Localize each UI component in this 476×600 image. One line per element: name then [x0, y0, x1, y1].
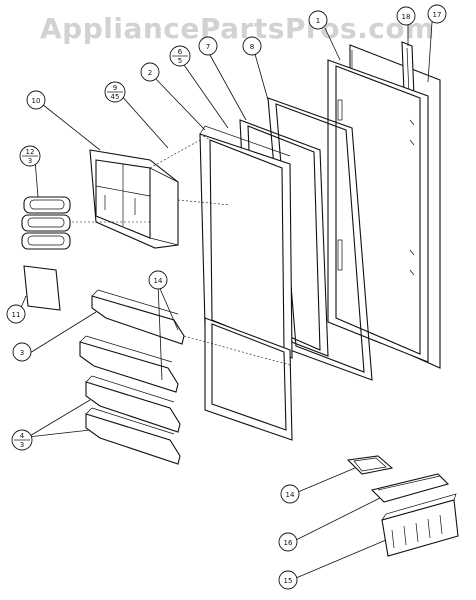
door-bin-upper	[91, 289, 185, 345]
svg-text:7: 7	[206, 43, 210, 51]
svg-text:18: 18	[402, 13, 411, 21]
dispenser-bin	[381, 493, 459, 557]
watermark: AppliancePartsPros.com	[40, 12, 435, 45]
callout-9-45: 9 45	[104, 81, 126, 103]
svg-text:4: 4	[20, 432, 25, 440]
svg-text:10: 10	[32, 97, 41, 105]
dairy-compartment	[89, 149, 179, 249]
svg-text:3: 3	[28, 157, 32, 165]
svg-text:15: 15	[284, 577, 293, 585]
svg-text:11: 11	[12, 311, 21, 319]
svg-text:3: 3	[20, 441, 24, 449]
svg-text:17: 17	[433, 11, 442, 19]
svg-text:16: 16	[284, 539, 293, 547]
callout-12-3: 12 3	[19, 145, 41, 167]
small-panel	[23, 265, 61, 311]
callout-8: 8	[242, 36, 262, 56]
dispenser-cover	[370, 473, 450, 503]
svg-text:6: 6	[178, 48, 183, 56]
egg-trays	[21, 196, 71, 250]
callout-2: 2	[140, 62, 160, 82]
callout-15: 15	[278, 570, 298, 590]
callout-10: 10	[26, 90, 46, 110]
callout-17: 17	[427, 4, 447, 24]
svg-text:14: 14	[286, 491, 295, 499]
door-bin-middle	[79, 335, 179, 393]
svg-text:1: 1	[316, 17, 320, 25]
callout-6-5: 6 5	[169, 45, 191, 67]
lower-door-frame	[204, 317, 293, 441]
callout-7: 7	[198, 36, 218, 56]
callout-3: 3	[12, 342, 32, 362]
callout-1: 1	[308, 10, 328, 30]
callout-14-tray: 14	[280, 484, 300, 504]
callout-11: 11	[6, 304, 26, 324]
dispenser-tray	[346, 455, 394, 475]
svg-text:45: 45	[111, 93, 120, 101]
svg-text:3: 3	[20, 349, 24, 357]
door-bin-lower-1	[85, 375, 181, 433]
callout-18: 18	[396, 6, 416, 26]
svg-text:12: 12	[26, 148, 35, 156]
leader-lines	[19, 21, 433, 579]
svg-text:5: 5	[178, 57, 182, 65]
svg-text:2: 2	[148, 69, 152, 77]
callout-4-3: 4 3	[11, 429, 33, 451]
callout-16: 16	[278, 532, 298, 552]
svg-text:9: 9	[113, 84, 117, 92]
door-trim-frame	[199, 125, 293, 359]
svg-text:14: 14	[154, 277, 163, 285]
callout-14-bins: 14	[148, 270, 168, 290]
door-bin-lower-2	[85, 407, 181, 465]
svg-text:8: 8	[250, 43, 254, 51]
door-liner	[327, 59, 429, 363]
